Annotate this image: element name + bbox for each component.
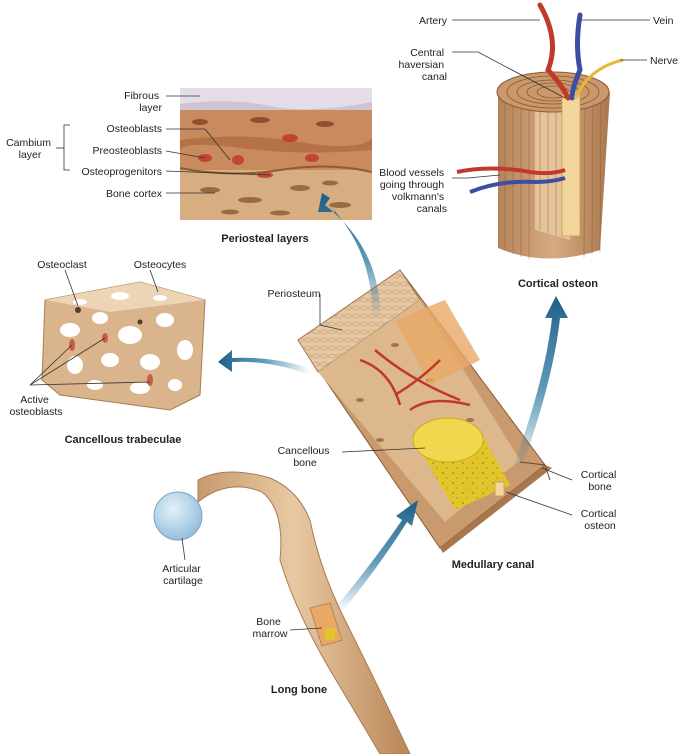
label-cortical-osteon: Cortical osteon xyxy=(581,508,620,532)
cortical-osteon-illustration xyxy=(456,2,624,259)
caption-periosteal-layers: Periosteal layers xyxy=(221,233,308,245)
label-bone-cortex: Bone cortex xyxy=(106,188,163,200)
arrow-to-cortical-osteon xyxy=(512,296,568,472)
label-artery: Artery xyxy=(419,15,448,27)
medullary-canal-illustration xyxy=(297,269,552,553)
label-central-haversian-canal: Central haversian canal xyxy=(399,47,447,83)
periosteal-layers-illustration xyxy=(179,88,373,220)
label-periosteum: Periosteum xyxy=(267,288,320,300)
arrow-to-medullary-canal xyxy=(335,500,418,612)
label-articular-cartilage: Articular cartilage xyxy=(162,563,203,587)
label-cambium-layer: Cambium layer xyxy=(6,137,54,161)
label-osteoprogenitors: Osteoprogenitors xyxy=(81,166,162,178)
label-active-osteoblasts: Active osteoblasts xyxy=(9,394,62,418)
label-vein: Vein xyxy=(653,15,674,27)
label-osteoblasts: Osteoblasts xyxy=(107,123,162,135)
leader-lines xyxy=(29,19,650,631)
cancellous-trabeculae-illustration xyxy=(41,281,206,411)
label-preosteoblasts: Preosteoblasts xyxy=(93,145,162,157)
label-nerve: Nerve xyxy=(650,55,678,67)
label-cancellous-bone: Cancellous bone xyxy=(278,445,333,469)
caption-long-bone: Long bone xyxy=(271,684,327,696)
label-osteocytes: Osteocytes xyxy=(134,259,187,271)
label-osteoclast: Osteoclast xyxy=(37,259,87,271)
zoom-arrows xyxy=(218,193,568,612)
caption-medullary-canal: Medullary canal xyxy=(452,559,535,571)
label-bone-marrow: Bone marrow xyxy=(252,616,287,640)
long-bone-illustration xyxy=(153,471,411,754)
label-fibrous-layer: Fibrous layer xyxy=(124,90,162,114)
arrow-to-cancellous-trabeculae xyxy=(218,350,310,375)
arrow-to-periosteal-layers xyxy=(318,193,381,320)
captions: Periosteal layers Cortical osteon Cancel… xyxy=(65,233,599,696)
labels: Artery Vein Nerve Central haversian cana… xyxy=(6,15,678,640)
label-blood-vessels-volkmann: Blood vessels going through volkmann's c… xyxy=(379,167,447,215)
label-cortical-bone: Cortical bone xyxy=(581,469,620,493)
articular-cartilage-shape xyxy=(153,491,203,541)
caption-cortical-osteon: Cortical osteon xyxy=(518,278,598,290)
caption-cancellous-trabeculae: Cancellous trabeculae xyxy=(65,434,182,446)
